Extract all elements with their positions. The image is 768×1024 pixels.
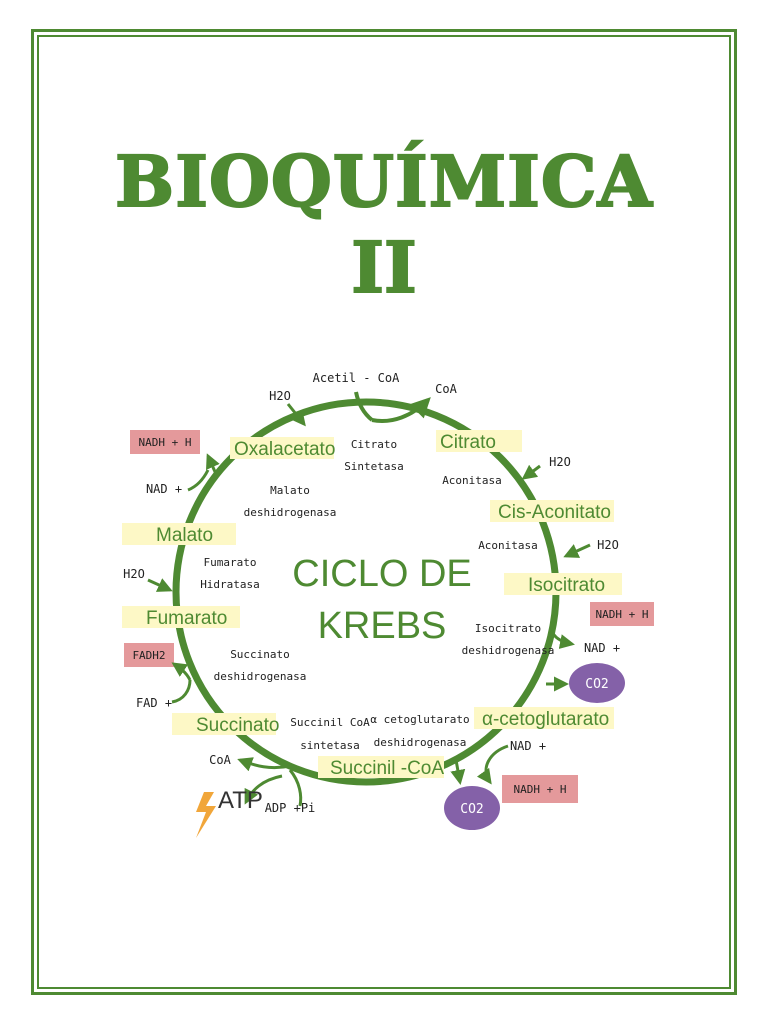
isocitrato-text: Isocitrato [528, 575, 605, 596]
nad-iso-label: NAD + [584, 641, 620, 655]
malato-deh-2-text: deshidrogenasa [244, 506, 337, 519]
co2-alfa-text: CO2 [460, 802, 483, 817]
intermediate-malato: Malato [122, 523, 236, 546]
nadh-iso-text: NADH + H [596, 608, 649, 621]
center-line2: KREBS [318, 605, 447, 647]
nadh-alfa-box: NADH + H [502, 775, 578, 803]
malato-text: Malato [156, 525, 213, 546]
alfa-deh-2-text: deshidrogenasa [374, 736, 467, 749]
intermediate-succinato: Succinato [172, 713, 279, 736]
succinil-text: Succinil -CoA [330, 758, 444, 779]
intermediate-citrato: Citrato [436, 430, 522, 453]
co2-iso-bubble: CO2 [569, 663, 625, 703]
nadh-mal-text: NADH + H [139, 436, 192, 449]
enzyme-fumarato-hidratasa: Fumarato [204, 556, 257, 569]
intermediate-cis-aconitato: Cis-Aconitato [490, 500, 614, 523]
inner-border [37, 35, 731, 989]
h2o-aconitato-label: H2O [597, 538, 619, 552]
enzyme-succinil-coa-sintetasa: Succinil CoA [290, 716, 370, 729]
succinato-text: Succinato [196, 715, 279, 736]
citrato-sintetasa-2-text: Sintetasa [344, 460, 404, 473]
fumarato-text: Fumarato [146, 608, 227, 629]
nadh-iso-box: NADH + H [590, 602, 654, 626]
isocitrato-deh-2-text: deshidrogenasa [462, 644, 555, 657]
intermediate-isocitrato: Isocitrato [504, 573, 622, 596]
enzyme-citrato-sintetasa: Citrato [351, 438, 397, 451]
fumarato-hid-2-text: Hidratasa [200, 578, 260, 591]
h2o-fum-label: H2O [123, 567, 145, 581]
enzyme-aconitasa-2: Aconitasa [478, 539, 538, 552]
coa-succ-label: CoA [209, 753, 231, 767]
enzyme-aconitasa-1: Aconitasa [442, 474, 502, 487]
h2o-top-label: H2O [269, 389, 291, 403]
acetil-coa-label: Acetil - CoA [313, 371, 400, 385]
nad-alfa-label: NAD + [510, 739, 546, 753]
outer-border [31, 29, 737, 995]
fad-label: FAD + [136, 696, 172, 710]
enzyme-succinato-deshidrogenasa: Succinato [230, 648, 290, 661]
co2-alfa-bubble: CO2 [444, 786, 500, 830]
citrato-text: Citrato [440, 432, 496, 453]
co2-iso-text: CO2 [585, 677, 608, 692]
nadh-mal-box: NADH + H [130, 430, 200, 454]
alfa-ceto-text: α-cetoglutarato [482, 709, 609, 730]
succinil-sint-2-text: sintetasa [300, 739, 360, 752]
adp-label: ADP +Pi [265, 801, 316, 815]
coa-top-label: CoA [435, 382, 457, 396]
nad-mal-label: NAD + [146, 482, 182, 496]
lightning-icon [196, 792, 216, 838]
cis-aconitato-text: Cis-Aconitato [498, 502, 611, 523]
atp-label: ATP [218, 787, 263, 814]
page-subtitle: II [350, 225, 418, 310]
center-line1: CICLO DE [292, 553, 471, 595]
enzyme-alfa-cetoglutarato-deshidrogenasa: α cetoglutarato [370, 713, 469, 726]
nadh-alfa-text: NADH + H [514, 783, 567, 796]
fadh2-box: FADH2 [124, 643, 174, 667]
enzyme-malato-deshidrogenasa: Malato [270, 484, 310, 497]
h2o-citrato-label: H2O [549, 455, 571, 469]
intermediate-oxalacetato: Oxalacetato [230, 437, 335, 460]
fadh2-text: FADH2 [132, 649, 165, 662]
intermediate-succinil-coa: Succinil -CoA [318, 756, 444, 779]
intermediate-alfa-cetoglutarato: α-cetoglutarato [474, 707, 614, 730]
enzyme-isocitrato-deshidrogenasa: Isocitrato [475, 622, 541, 635]
page-title: BIOQUÍMICA [114, 139, 653, 224]
oxalacetato-text: Oxalacetato [234, 439, 335, 460]
intermediate-fumarato: Fumarato [122, 606, 240, 629]
succinato-deh-2-text: deshidrogenasa [214, 670, 307, 683]
